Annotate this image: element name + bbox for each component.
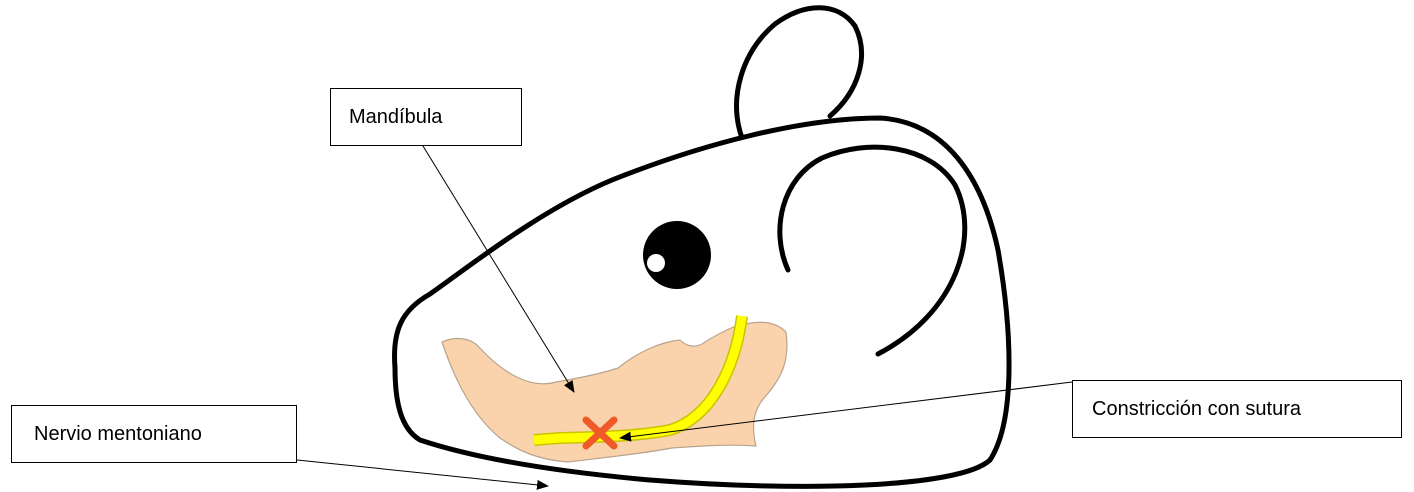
constriccion-label: Constricción con sutura	[1092, 398, 1301, 421]
nervio-label: Nervio mentoniano	[34, 423, 202, 446]
nervio-label-box: Nervio mentoniano	[11, 405, 297, 463]
mandibula-label-box: Mandíbula	[330, 88, 522, 146]
constriccion-label-box: Constricción con sutura	[1072, 380, 1402, 438]
eye-highlight	[647, 254, 665, 272]
mandibula-label: Mandíbula	[349, 106, 442, 129]
